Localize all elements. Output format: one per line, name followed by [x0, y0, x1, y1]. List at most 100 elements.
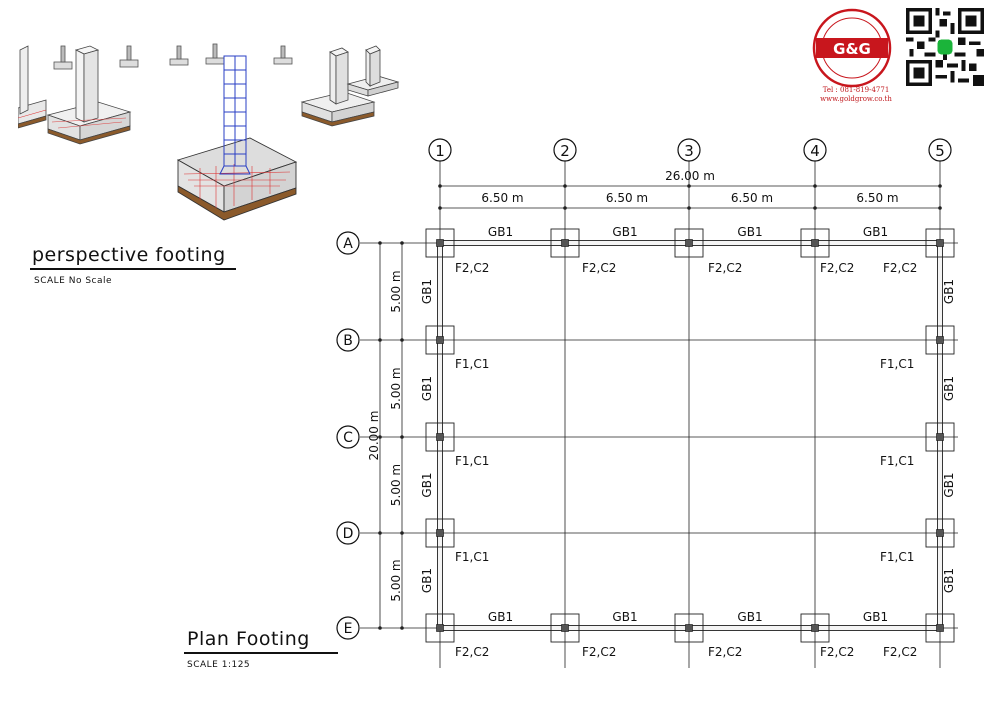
- footing-label-corner: F2,C2: [455, 261, 489, 275]
- bay-width-label: 6.50 m: [481, 191, 523, 205]
- footing-label-corner: F2,C2: [883, 645, 917, 659]
- footing: [925, 613, 955, 643]
- dimension-tick: [438, 206, 442, 210]
- distant-footing: [53, 43, 293, 70]
- bay-width-label: 6.50 m: [606, 191, 648, 205]
- beam-label: GB1: [612, 225, 637, 239]
- dimension-tick: [813, 184, 817, 188]
- company-phone: Tel : 081-819-4771: [822, 86, 890, 94]
- footing-label-side: F1,C1: [880, 357, 914, 371]
- logo-text: G&G: [833, 40, 871, 58]
- grid-row-label: B: [343, 333, 353, 349]
- beam-label: GB1: [612, 610, 637, 624]
- beam-label: GB1: [420, 568, 434, 593]
- footing-label-side: F1,C1: [880, 550, 914, 564]
- footing-label-side: F1,C1: [455, 357, 489, 371]
- footing: [425, 613, 455, 643]
- dimension-tick: [563, 184, 567, 188]
- dimension-tick: [938, 206, 942, 210]
- dimension-tick: [400, 626, 404, 630]
- footing: [925, 325, 955, 355]
- footing: [800, 228, 830, 258]
- column: [436, 239, 444, 247]
- company-contact: Tel : 081-819-4771 www.goldgrow.co.th: [806, 86, 906, 104]
- column: [685, 624, 693, 632]
- plan-title: Plan Footing: [187, 628, 310, 650]
- footing: [674, 228, 704, 258]
- dimension-tick: [378, 241, 382, 245]
- bay-width-label: 6.50 m: [731, 191, 773, 205]
- grid-bubble-row: [336, 328, 360, 352]
- dimension-tick: [400, 241, 404, 245]
- grid-bubbles: 1 2 3 4 5A B C D E: [336, 138, 952, 640]
- beam-label: GB1: [942, 279, 956, 304]
- dimension-tick: [378, 626, 382, 630]
- column: [436, 624, 444, 632]
- dimension-tick: [378, 531, 382, 535]
- grid-row-label: E: [344, 621, 353, 637]
- grid-bubble-row: [336, 521, 360, 545]
- column: [685, 239, 693, 247]
- footing: [425, 518, 455, 548]
- right-footing: [300, 45, 400, 127]
- perspective-footing-render: [18, 43, 400, 221]
- beam-label: GB1: [420, 279, 434, 304]
- overall-width-label: 26.00 m: [665, 169, 715, 183]
- grid-column-label: 3: [684, 142, 694, 160]
- footing: [425, 228, 455, 258]
- bay-depth-label: 5.00 m: [389, 559, 403, 601]
- dimension-tick: [563, 206, 567, 210]
- beam-label: GB1: [942, 376, 956, 401]
- beam-label: GB1: [863, 610, 888, 624]
- column: [811, 239, 819, 247]
- dimension-tick: [378, 435, 382, 439]
- footing: [550, 228, 580, 258]
- column: [936, 624, 944, 632]
- grid-column-label: 4: [810, 142, 820, 160]
- dimension-tick: [400, 338, 404, 342]
- beam-label: GB1: [737, 610, 762, 624]
- beam-label: GB1: [488, 610, 513, 624]
- footing-label-corner: F2,C2: [708, 261, 742, 275]
- dimension-tick: [687, 184, 691, 188]
- beam-label: GB1: [420, 376, 434, 401]
- column: [936, 529, 944, 537]
- grid-column-label: 2: [560, 142, 570, 160]
- footing-label-corner: F2,C2: [820, 645, 854, 659]
- column: [936, 433, 944, 441]
- footing-label-corner: F2,C2: [708, 645, 742, 659]
- beam-label: GB1: [488, 225, 513, 239]
- dimension-tick: [400, 435, 404, 439]
- footing-label-corner: F2,C2: [820, 261, 854, 275]
- footing: [925, 518, 955, 548]
- footing: [674, 613, 704, 643]
- dimension-tick: [938, 184, 942, 188]
- qr-code-image: [906, 8, 984, 86]
- ground-beams: [437, 240, 943, 631]
- grid-bubble-row: [336, 616, 360, 640]
- beam-label: GB1: [737, 225, 762, 239]
- grid-row-label: A: [343, 236, 353, 252]
- footing: [925, 422, 955, 452]
- footing: [425, 325, 455, 355]
- grid-row-label: D: [343, 526, 354, 542]
- bay-depth-label: 5.00 m: [389, 270, 403, 312]
- column: [561, 239, 569, 247]
- company-website: www.goldgrow.co.th: [820, 95, 892, 103]
- plan-scale: SCALE 1:125: [187, 660, 251, 670]
- footings: [425, 228, 955, 643]
- column: [436, 433, 444, 441]
- grid-bubble-column: [428, 138, 452, 162]
- grid-column-label: 1: [435, 142, 445, 160]
- grid-row-label: C: [343, 430, 353, 446]
- grid-column-label: 5: [935, 142, 945, 160]
- footing-label-side: F1,C1: [455, 550, 489, 564]
- plan-title-underline: [184, 652, 338, 654]
- grid-bubble-column: [677, 138, 701, 162]
- perspective-scale: SCALE No Scale: [34, 276, 113, 286]
- bay-depth-label: 5.00 m: [389, 367, 403, 409]
- footing-label-corner: F2,C2: [582, 261, 616, 275]
- footing-label-corner: F2,C2: [883, 261, 917, 275]
